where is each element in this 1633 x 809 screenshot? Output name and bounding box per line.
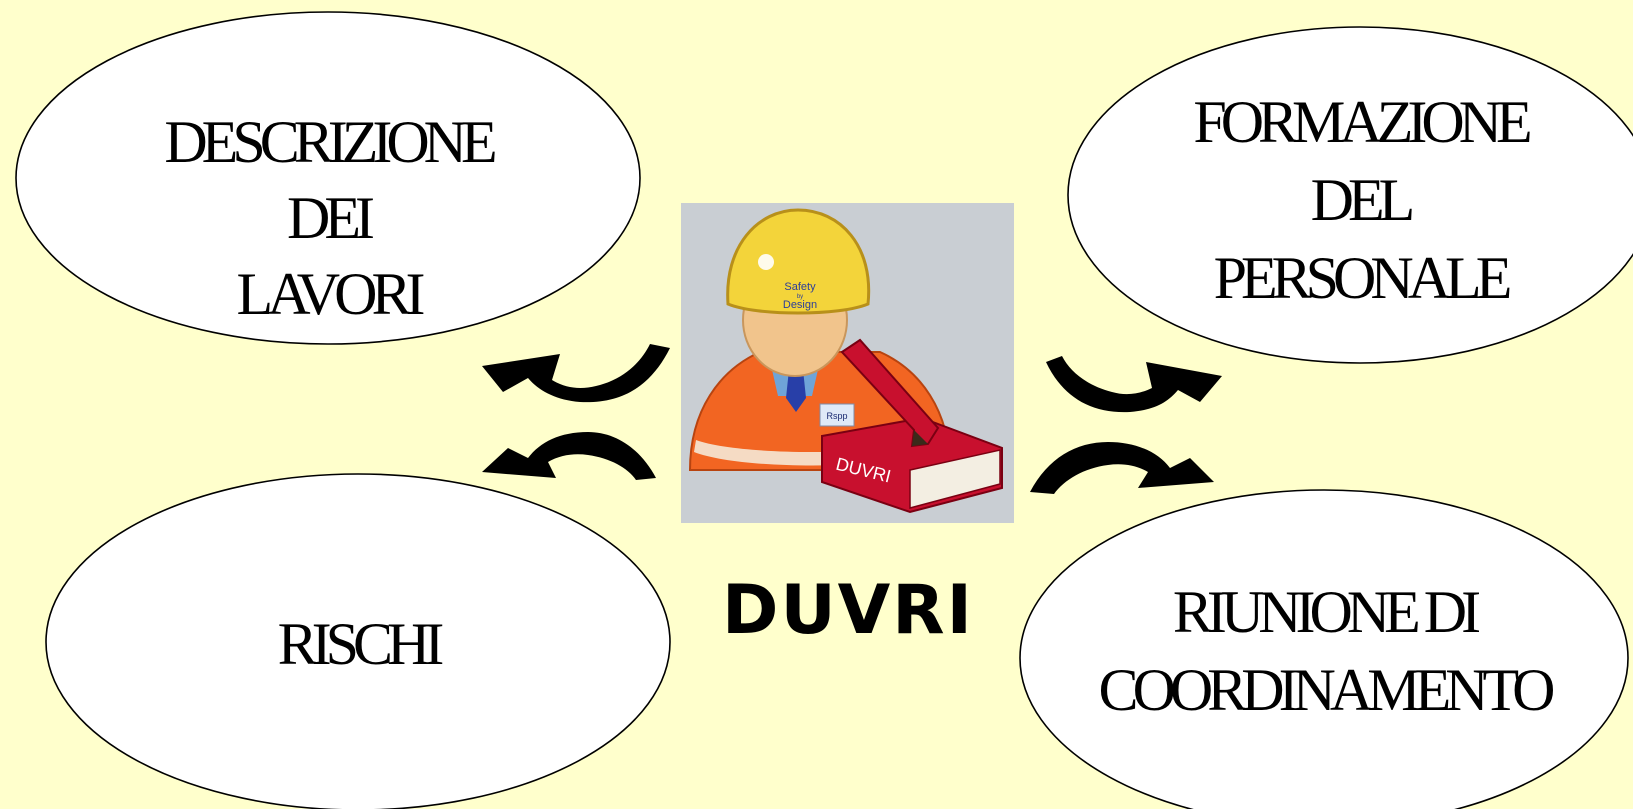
bubble-line: LAVORI — [237, 261, 424, 327]
duvri-illustration: Safety by Design Rspp DUVRI — [681, 203, 1014, 523]
bubble-line: FORMAZIONE — [1193, 89, 1530, 155]
book-pages — [909, 449, 1001, 509]
curved-arrow-down-right-icon — [1030, 442, 1214, 494]
bubble-line: COORDINAMENTO — [1099, 657, 1554, 723]
bubble-line: DEI — [287, 185, 373, 251]
center-title: DUVRI — [722, 571, 974, 650]
helmet-text: Safety — [784, 281, 816, 293]
left-arrows — [482, 344, 670, 480]
bubble-line: RIUNIONE DI — [1173, 579, 1479, 645]
bubble-rischi: RISCHI — [45, 473, 671, 809]
bubble-descrizione-dei-lavori: DESCRIZIONE DEI LAVORI — [15, 11, 641, 345]
curved-arrow-up-left-icon — [482, 344, 670, 403]
bubble-line: DEL — [1311, 167, 1413, 233]
helmet-icon — [726, 208, 871, 315]
badge — [819, 403, 855, 427]
bubble-line: RISCHI — [278, 611, 443, 677]
helmet-text: Design — [783, 299, 817, 311]
helmet-shine — [758, 254, 774, 270]
pencil-tip — [912, 430, 928, 446]
bubble-line: DESCRIZIONE — [164, 109, 495, 175]
curved-arrow-up-right-icon — [1046, 356, 1222, 413]
bubble-line: PERSONALE — [1214, 245, 1510, 311]
badge-text: Rspp — [826, 411, 847, 421]
curved-arrow-down-left-icon — [482, 432, 656, 480]
helmet-text: by — [797, 294, 803, 300]
bubble-riunione-di-coordinamento: RIUNIONE DI COORDINAMENTO — [1019, 489, 1629, 809]
right-arrows — [1030, 356, 1222, 494]
bubble-formazione-del-personale: FORMAZIONE DEL PERSONALE — [1067, 26, 1633, 364]
